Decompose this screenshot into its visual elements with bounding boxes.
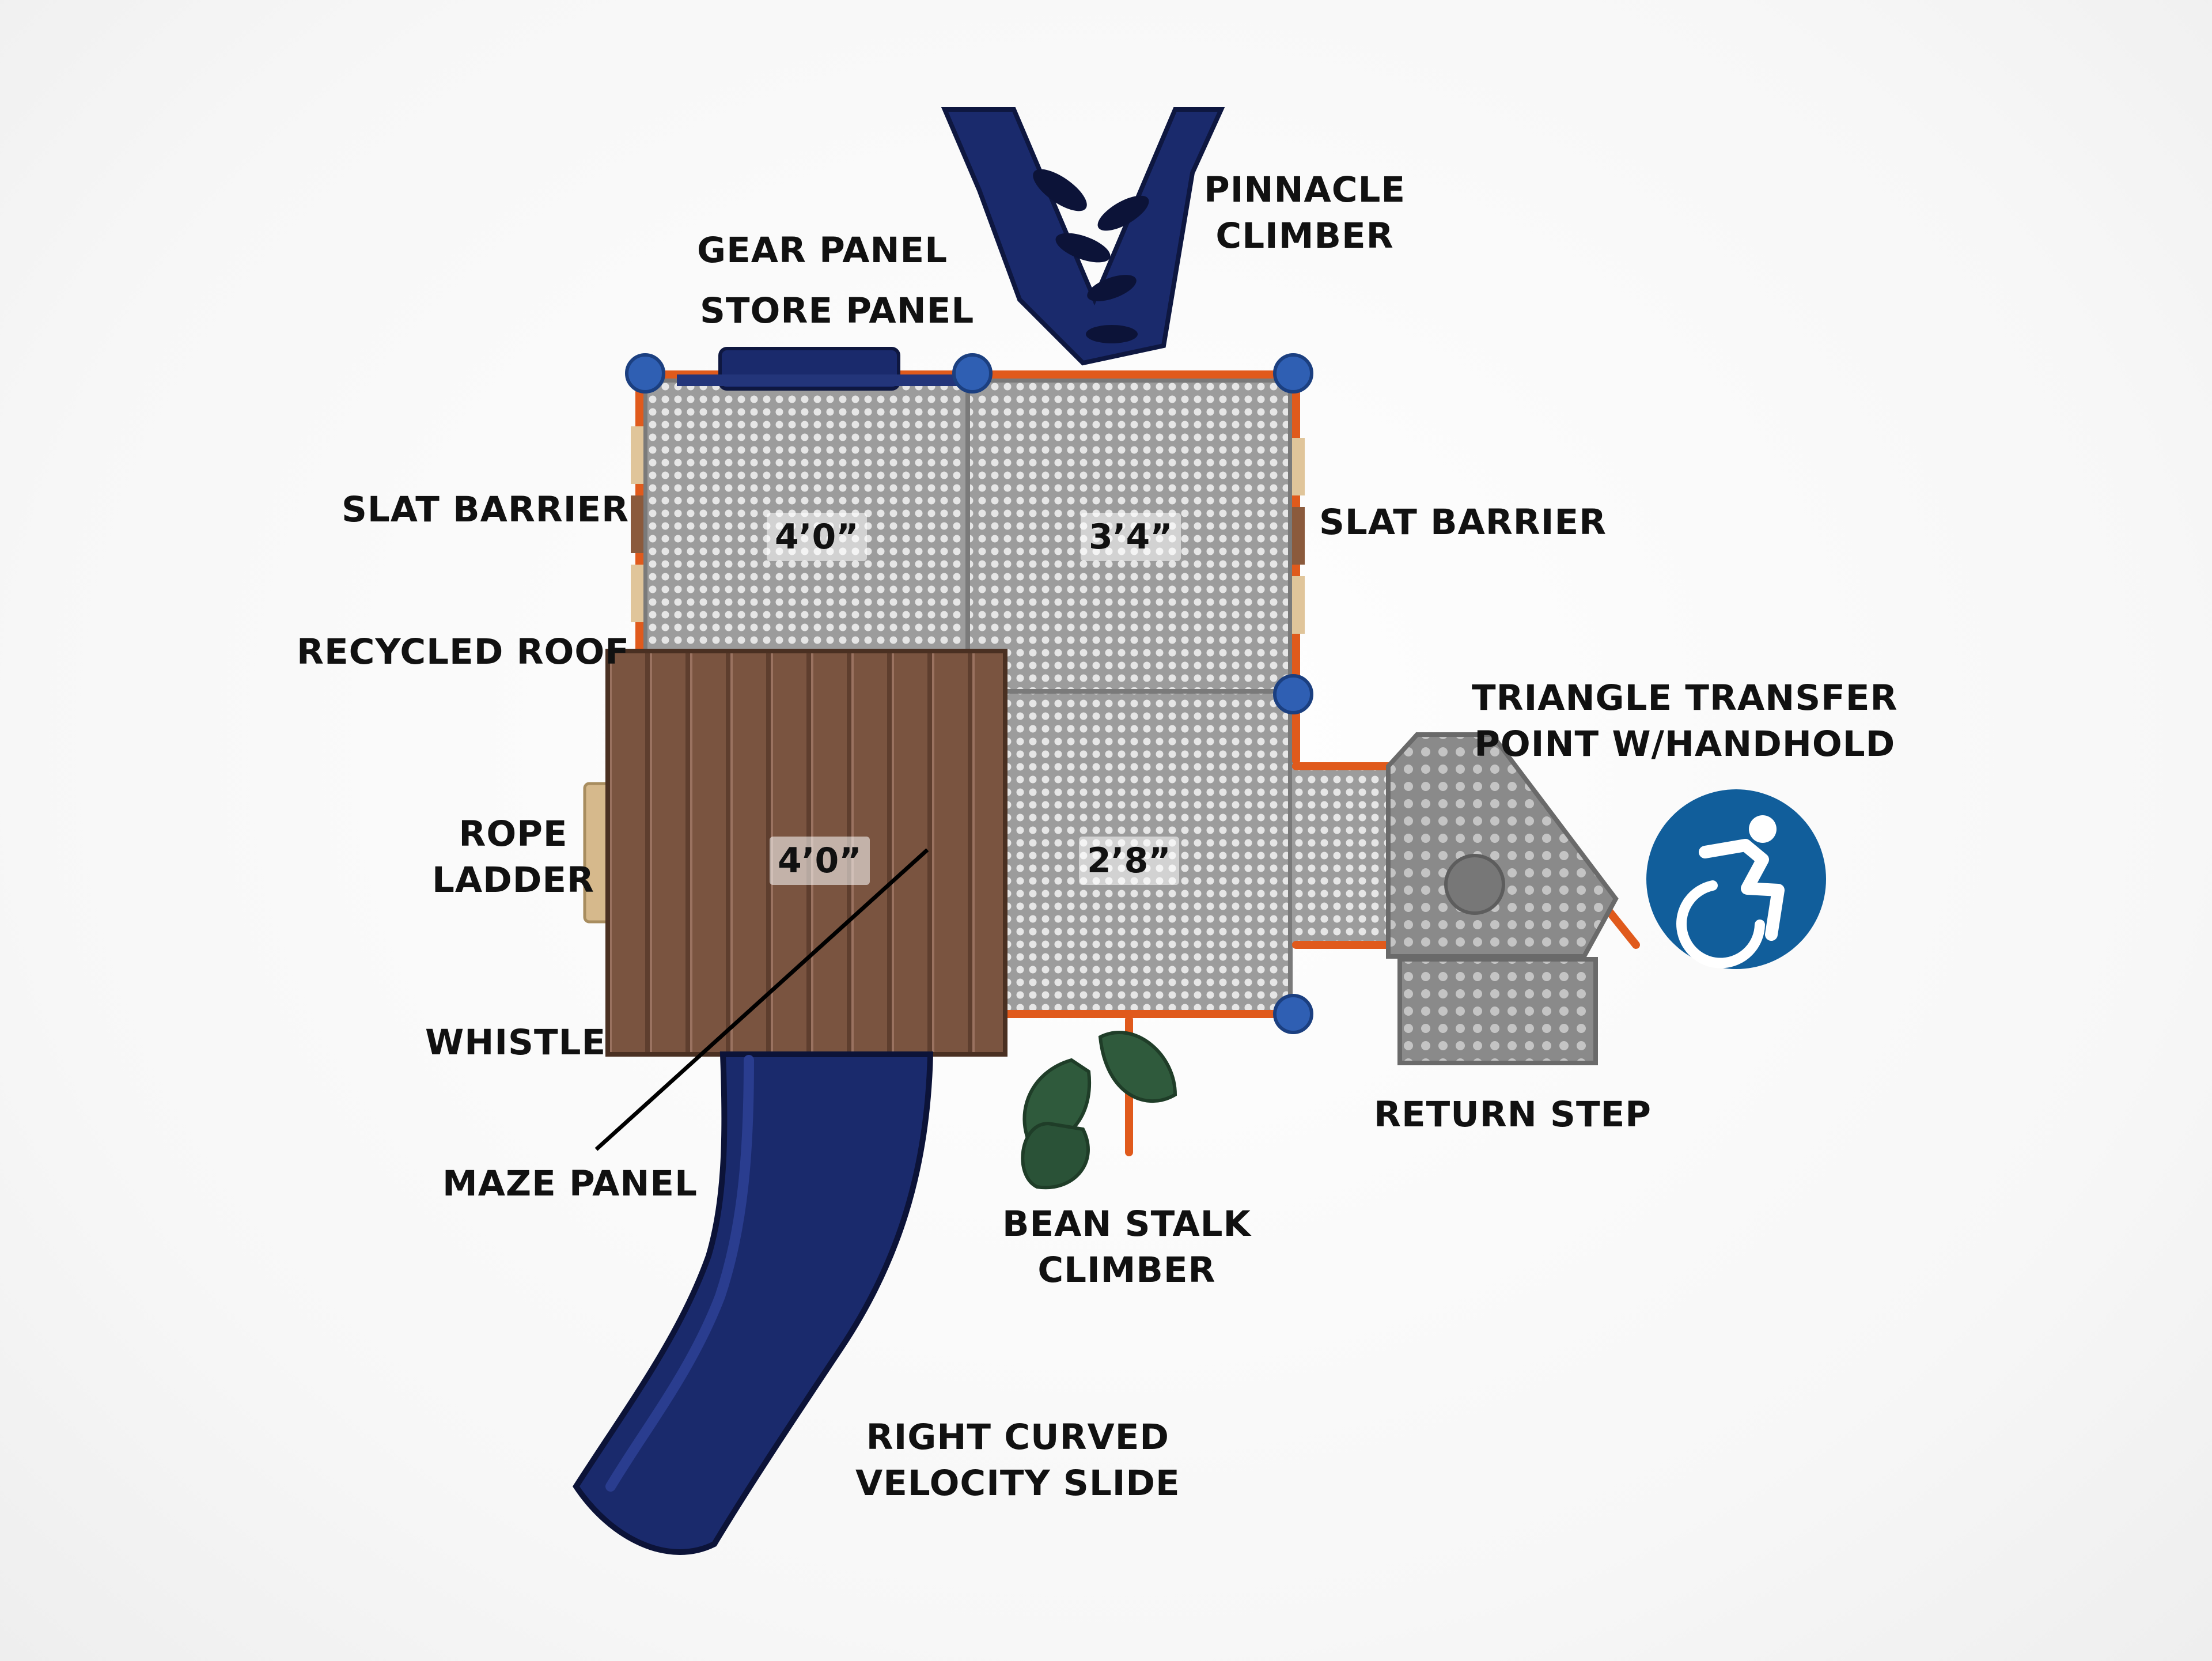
slat-barrier-right-label: SLAT BARRIER <box>1319 502 1607 543</box>
return-step-label: RETURN STEP <box>1374 1094 1652 1135</box>
bean-stalk-climber <box>1021 1031 1177 1190</box>
dimension-bottom-right: 2’8” <box>1079 837 1179 885</box>
dimension-top-left: 4’0” <box>767 513 867 561</box>
gear-panel-label: GEAR PANEL <box>697 230 948 271</box>
triangle-transfer-label: TRIANGLE TRANSFER POINT W/HANDHOLD <box>1472 678 1898 765</box>
gear-store-panel <box>677 347 965 391</box>
whistle-label: WHISTLE <box>425 1022 607 1063</box>
recycled-roof-label: RECYCLED ROOF <box>297 631 630 672</box>
triangle-transfer-point <box>1386 732 1619 959</box>
pinnacle-climber-label: PINNACLE CLIMBER <box>1204 169 1406 256</box>
pinnacle-climber <box>941 107 1225 366</box>
slat-barrier-left-label: SLAT BARRIER <box>342 489 630 530</box>
wheelchair-accessibility-icon <box>1645 788 1828 971</box>
slat-barrier-left <box>631 426 643 622</box>
right-curved-velocity-slide <box>573 1051 934 1555</box>
maze-panel-label: MAZE PANEL <box>442 1163 698 1204</box>
return-step <box>1397 957 1598 1065</box>
transfer-walkway <box>1289 765 1390 947</box>
store-panel-label: STORE PANEL <box>700 290 975 331</box>
right-curved-slide-label: RIGHT CURVED VELOCITY SLIDE <box>855 1417 1180 1504</box>
dimension-top-right: 3’4” <box>1081 513 1181 561</box>
slat-barrier-right <box>1292 438 1305 634</box>
rope-ladder-label: ROPE LADDER <box>432 814 594 901</box>
maze-panel-pointer <box>594 848 929 1151</box>
bean-stalk-climber-label: BEAN STALK CLIMBER <box>1002 1204 1251 1291</box>
dimension-roof: 4’0” <box>770 837 870 885</box>
blue-posts <box>625 353 1313 1034</box>
